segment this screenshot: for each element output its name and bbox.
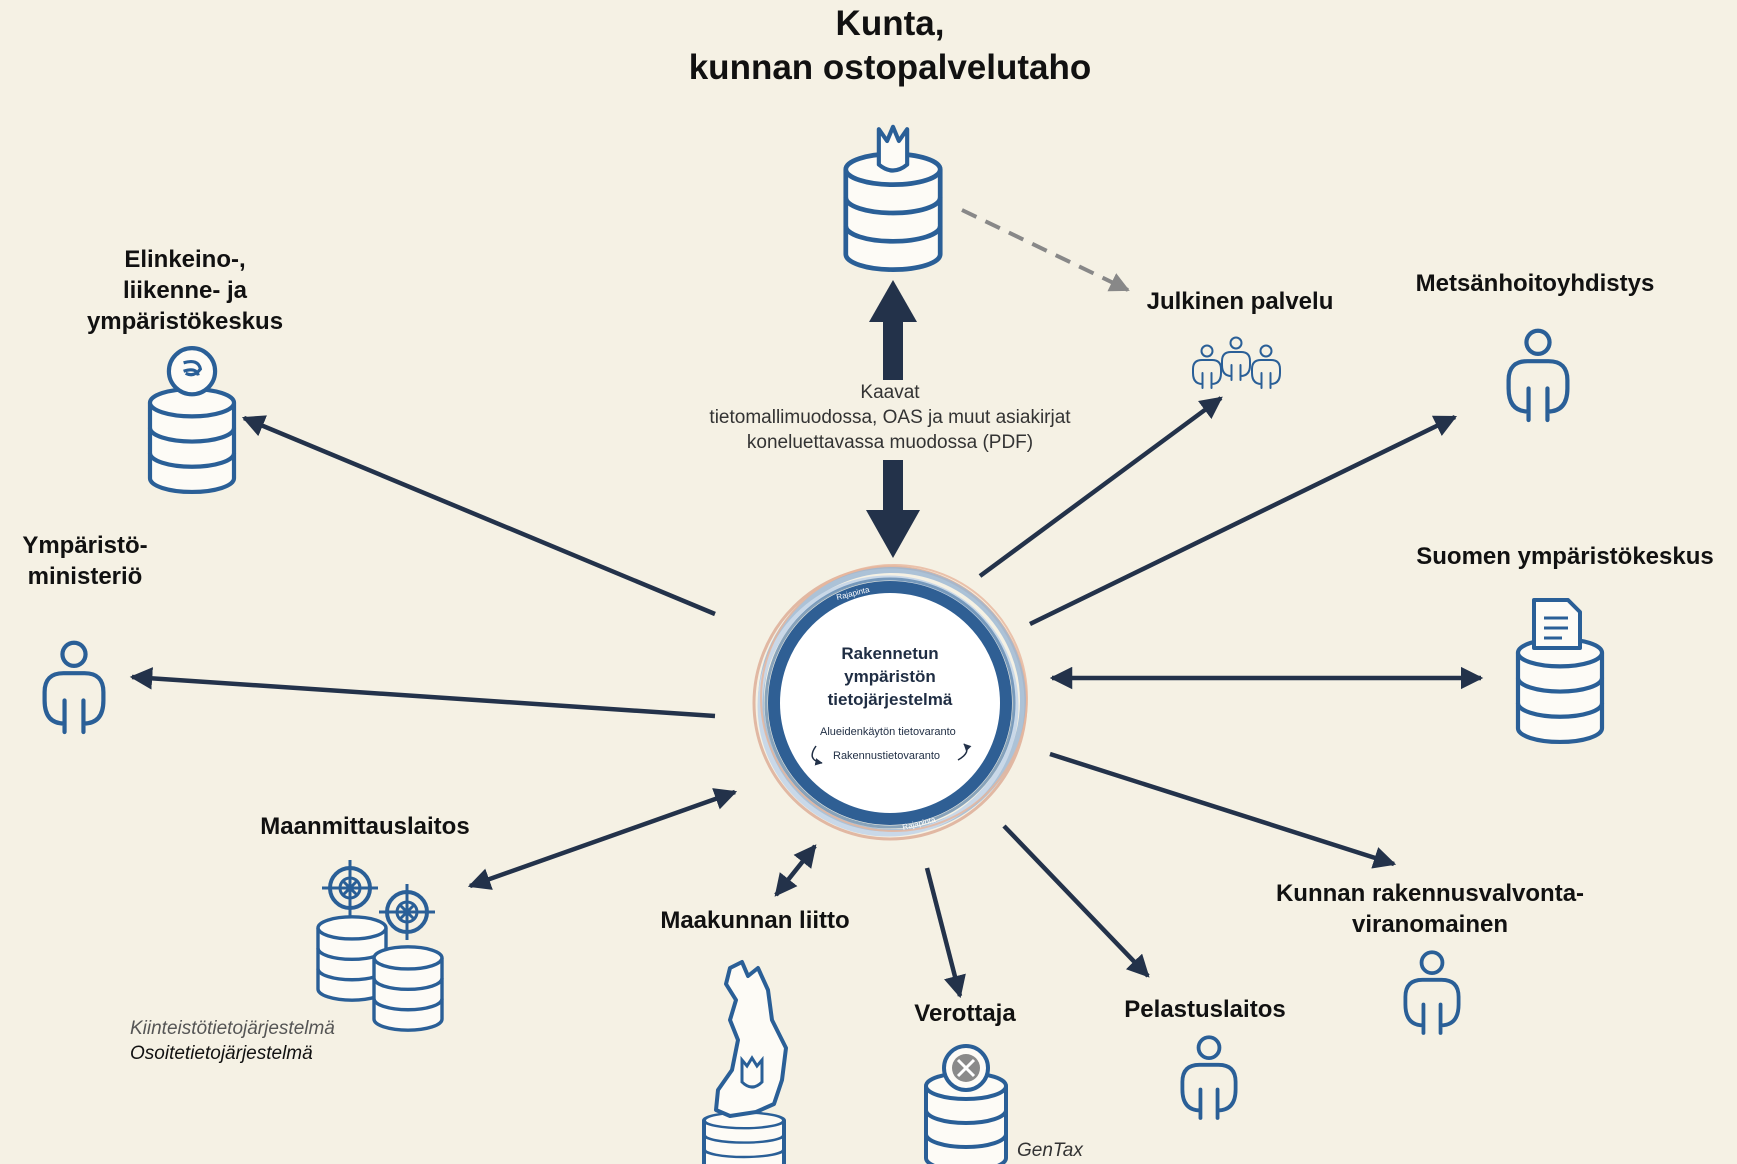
verottaja-note-gentax: GenTax <box>1017 1140 1083 1161</box>
label-julkinen: Julkinen palvelu <box>1146 288 1334 315</box>
center-system <box>752 564 1028 841</box>
rakennusvalvonta-person-icon <box>1403 950 1461 1035</box>
database-tax-icon <box>924 1044 1008 1164</box>
main-arrow-up-shaft <box>883 322 903 380</box>
mml-note-kiinteisto: Kiinteistötietojärjestelmä <box>130 1018 335 1039</box>
finland-map-database-icon <box>702 960 788 1164</box>
mml-note-osoite: Osoitetietojärjestelmä <box>130 1043 313 1064</box>
label-ely: Elinkeino-, liikenne- ja ympäristökeskus <box>86 246 284 335</box>
label-mhy: Metsänhoitoyhdistys <box>1415 270 1655 297</box>
arrow-to-verottaja <box>924 867 966 999</box>
label-pelastus: Pelastuslaitos <box>1124 996 1286 1023</box>
arrows <box>129 208 1484 999</box>
arrow-to-pelastus <box>1002 824 1150 978</box>
arrow-maakunta <box>774 844 817 897</box>
arrow-to-ym <box>129 667 716 719</box>
label-maakunta: Maakunnan liitto <box>660 907 850 934</box>
label-verottaja: Verottaja <box>914 1000 1016 1027</box>
label-ym: Ympäristö- ministeriö <box>22 532 148 590</box>
ym-person-icon <box>45 643 104 732</box>
main-arrow-down-head <box>866 510 920 558</box>
label-mml: Maanmittauslaitos <box>260 813 470 840</box>
database-ely-logo-icon <box>150 346 234 492</box>
arrow-to-julkinen <box>978 396 1223 578</box>
mhy-person-icon <box>1509 331 1568 420</box>
center-sub-rakennustieto: Rakennustietovaranto <box>833 750 941 762</box>
center-title: Rakennetun ympäristön tietojärjestelmä <box>827 644 953 709</box>
people-group-icon <box>1192 336 1281 389</box>
label-rakennusvalvonta: Kunnan rakennusvalvonta- viranomainen <box>1275 880 1585 938</box>
center-sub-alueidenkaytto: Alueidenkäytön tietovaranto <box>820 726 956 738</box>
database-document-icon <box>1518 598 1602 742</box>
database-compass-icon <box>316 860 444 1032</box>
dashed-arrow-to-julkinen <box>961 208 1130 292</box>
arrow-to-ely <box>241 415 716 617</box>
arrow-to-rakennusvalvonta <box>1049 751 1397 869</box>
arrow-to-mhy <box>1029 414 1458 627</box>
main-arrow-up-head <box>869 280 917 322</box>
label-syke: Suomen ympäristökeskus <box>1416 543 1714 570</box>
pelastus-person-icon <box>1180 1035 1238 1120</box>
arrow-mml <box>467 788 738 890</box>
flow-caption: Kaavat tietomallimuodossa, OAS ja muut a… <box>709 382 1071 453</box>
kunta-database-icon <box>846 124 940 270</box>
main-arrow-down-shaft <box>883 460 903 512</box>
title-kunta: Kunta, kunnan ostopalvelutaho <box>688 4 1092 87</box>
